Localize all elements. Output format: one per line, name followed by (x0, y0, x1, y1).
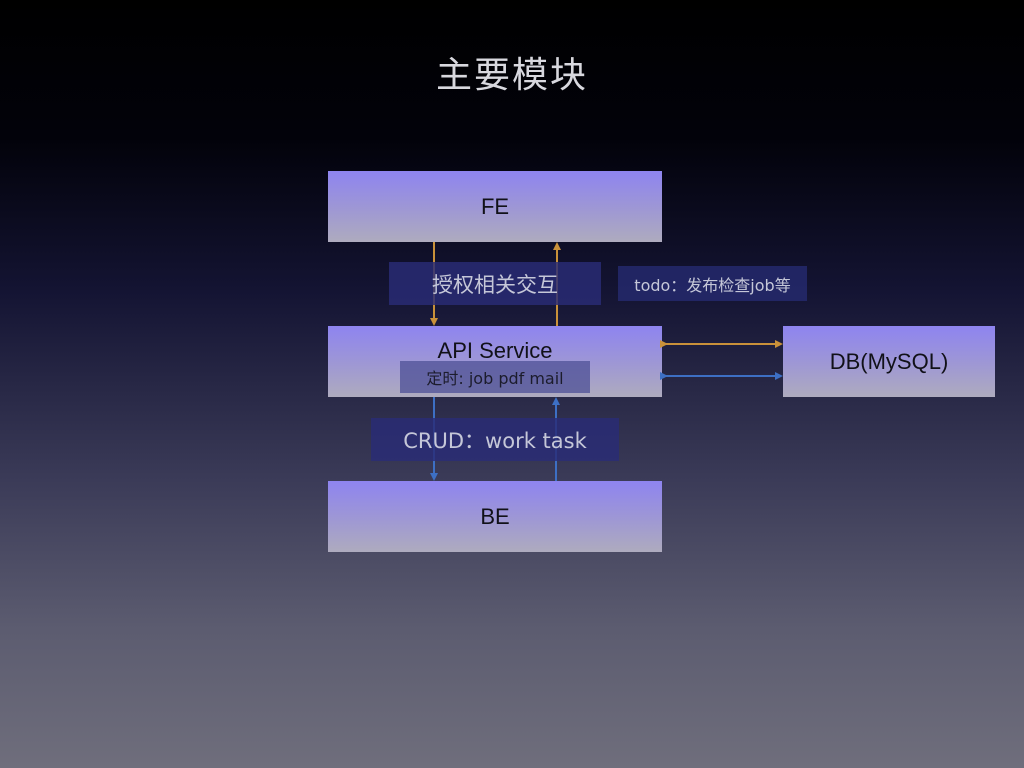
todo-note-label: todo：发布检查job等 (618, 266, 807, 301)
db-box: DB(MySQL) (783, 326, 995, 397)
be-box: BE (328, 481, 662, 552)
crud-label: CRUD：work task (371, 418, 619, 461)
fe-label: FE (480, 193, 510, 219)
db-label: DB(MySQL) (829, 348, 949, 374)
auth-interaction-label: 授权相关交互 (389, 262, 601, 305)
api-service-box: API Service (328, 326, 662, 397)
be-label: BE (480, 503, 510, 529)
scheduled-jobs-label: 定时: job pdf mail (400, 361, 590, 393)
slide-title: 主要模块 (435, 55, 588, 96)
api-service-label: API Service (437, 338, 553, 363)
fe-box: FE (328, 171, 662, 242)
